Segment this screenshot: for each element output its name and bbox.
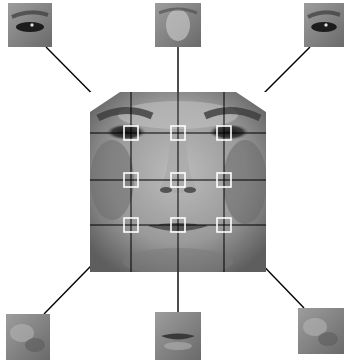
patch-bottom-left-left-cheek bbox=[6, 314, 50, 360]
patch-top-center-nose-bridge bbox=[155, 3, 201, 47]
patch-top-right-right-eye bbox=[304, 3, 344, 47]
patch-bottom-center-mouth bbox=[155, 312, 201, 360]
patch-top-left-left-eye bbox=[8, 3, 52, 47]
patch-bottom-right-right-cheek bbox=[298, 308, 344, 354]
